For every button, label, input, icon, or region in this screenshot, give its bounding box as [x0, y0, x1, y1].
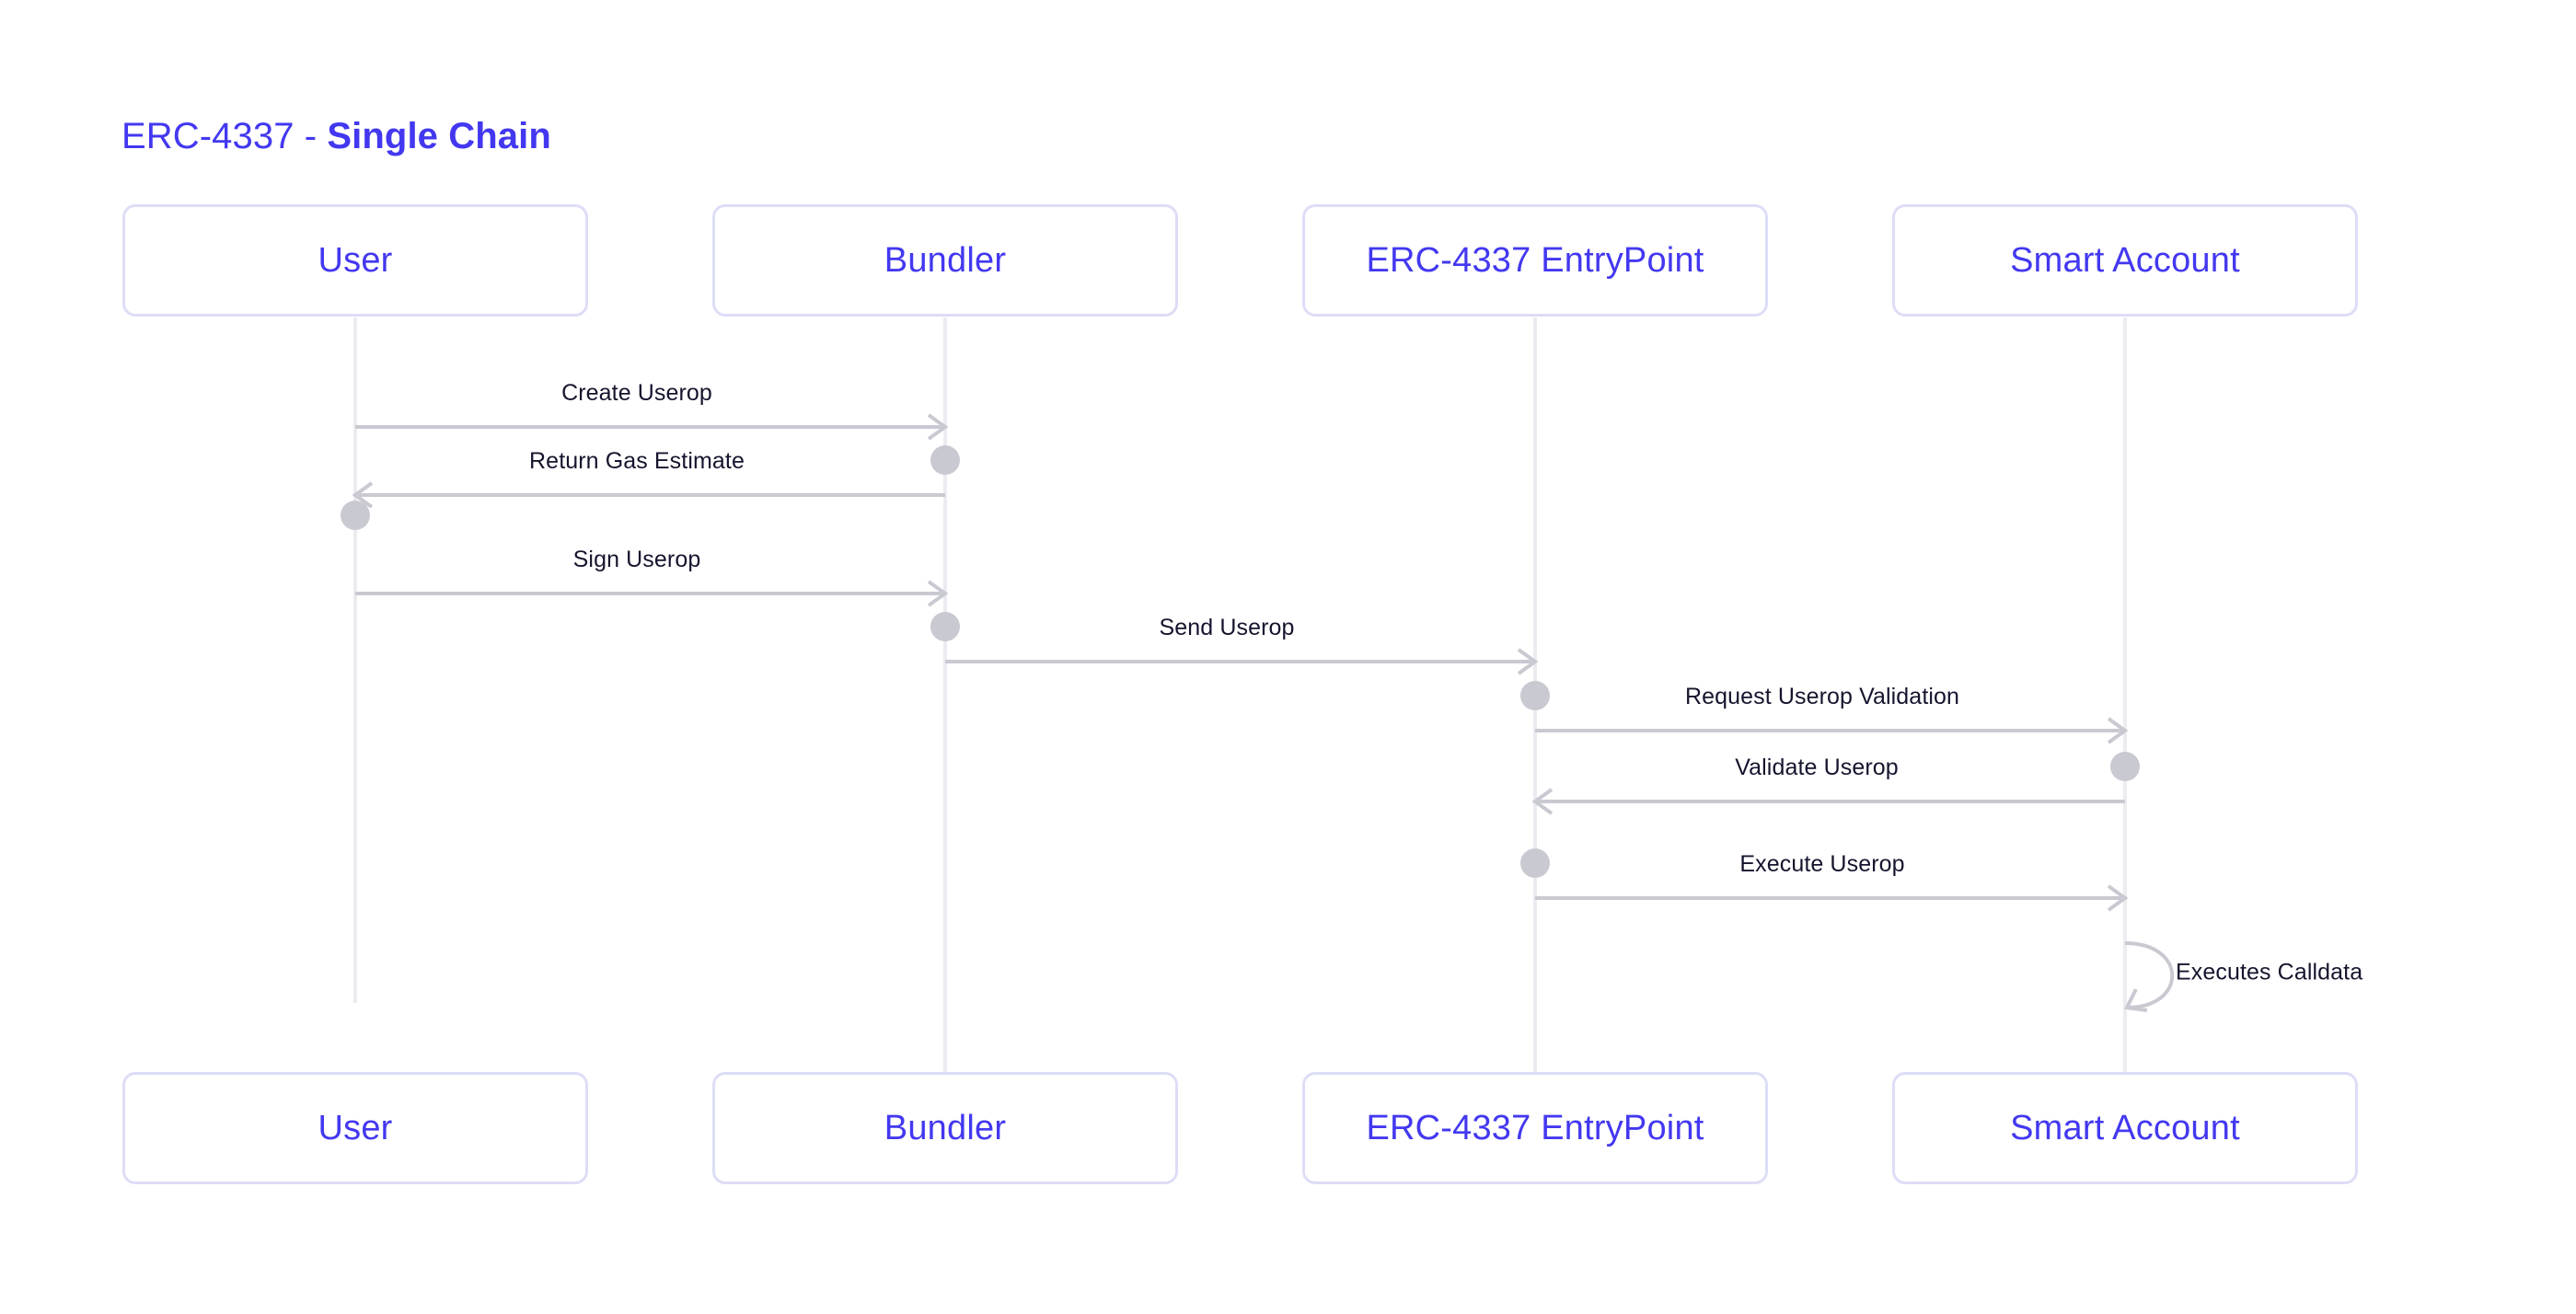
- page-title: ERC-4337 - Single Chain: [121, 114, 551, 158]
- message-label-execute-userop: Execute Userop: [1739, 851, 1905, 877]
- arrowhead-sign-userop: [927, 580, 949, 607]
- arrowhead-execute-userop: [2107, 884, 2129, 912]
- participant-label-user: User: [318, 1108, 393, 1147]
- participant-label-bundler: Bundler: [884, 240, 1007, 280]
- message-label-validate-userop: Validate Userop: [1735, 755, 1899, 780]
- arrowhead-send-userop: [1517, 648, 1539, 675]
- participant-box-bottom-entrypoint[interactable]: ERC-4337 EntryPoint: [1302, 1072, 1768, 1184]
- message-label-return-gas-estimate: Return Gas Estimate: [529, 448, 745, 474]
- message-label-executes-calldata: Executes Calldata: [2176, 959, 2363, 986]
- title-prefix: ERC-4337 -: [121, 116, 328, 156]
- arrowhead-executes-calldata: [2123, 988, 2148, 1012]
- participant-box-top-bundler[interactable]: Bundler: [712, 204, 1178, 317]
- activation-dot-request-userop-validation-start: [1520, 681, 1550, 710]
- message-label-create-userop: Create Userop: [561, 380, 712, 406]
- participant-label-user: User: [318, 240, 393, 280]
- participant-box-bottom-bundler[interactable]: Bundler: [712, 1072, 1178, 1184]
- participant-box-bottom-smart_account[interactable]: Smart Account: [1892, 1072, 2358, 1184]
- activation-dots-group: [341, 445, 2140, 878]
- participant-box-bottom-user[interactable]: User: [122, 1072, 588, 1184]
- activation-dot-return-gas-estimate-start: [930, 445, 960, 475]
- activation-dot-validate-userop-start: [2110, 752, 2140, 781]
- arrowhead-validate-userop: [1531, 788, 1554, 815]
- participant-label-entrypoint: ERC-4337 EntryPoint: [1366, 240, 1704, 280]
- participant-box-top-user[interactable]: User: [122, 204, 588, 317]
- activation-dot-execute-userop-start: [1520, 848, 1550, 878]
- message-label-sign-userop: Sign Userop: [572, 547, 701, 572]
- title-emphasis: Single Chain: [327, 116, 551, 156]
- participant-box-top-entrypoint[interactable]: ERC-4337 EntryPoint: [1302, 204, 1768, 317]
- message-label-send-userop: Send Userop: [1159, 615, 1295, 640]
- arrowhead-create-userop: [927, 413, 949, 441]
- activation-dot-return-gas-estimate-end: [341, 501, 370, 530]
- arrowhead-request-userop-validation: [2107, 717, 2129, 744]
- participant-label-entrypoint: ERC-4337 EntryPoint: [1366, 1108, 1704, 1147]
- message-arrows-group: [352, 413, 2175, 1012]
- participant-label-bundler: Bundler: [884, 1108, 1007, 1147]
- participant-box-top-smart_account[interactable]: Smart Account: [1892, 204, 2358, 317]
- participant-label-smart_account: Smart Account: [2010, 240, 2240, 280]
- arrowhead-return-gas-estimate: [352, 481, 374, 509]
- activation-dot-send-userop-start: [930, 612, 960, 641]
- participant-label-smart_account: Smart Account: [2010, 1108, 2240, 1147]
- self-message-executes-calldata: [2124, 941, 2175, 1009]
- message-label-request-userop-validation: Request Userop Validation: [1684, 684, 1960, 709]
